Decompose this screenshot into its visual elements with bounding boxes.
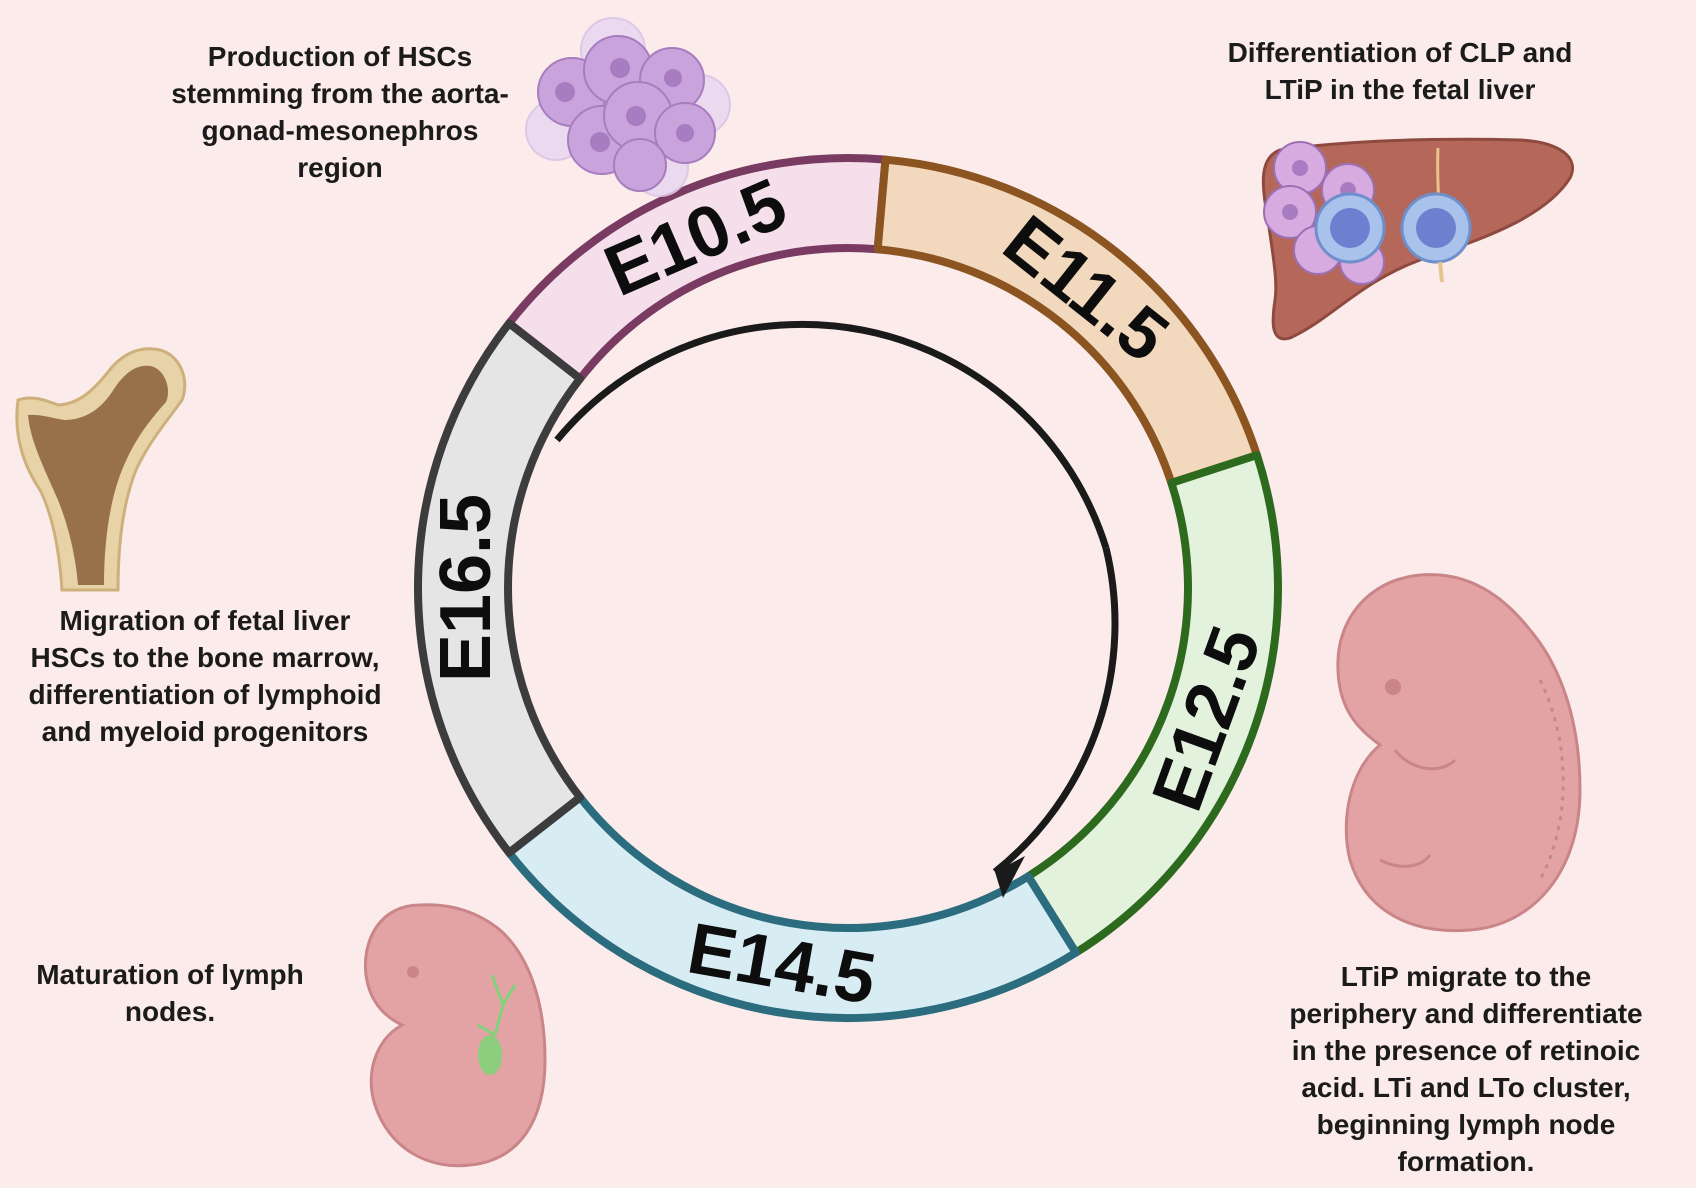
embryo-large-icon [1336,573,1582,933]
cell-cluster-icon [525,17,731,197]
caption-maturation: Maturation of lymph nodes. [36,959,304,1027]
caption-migration: Migration of fetal liver HSCs to the bon… [28,605,382,747]
stage-label-e16-5: E16.5 [426,494,506,682]
timeline-arrow [554,320,1119,898]
stage-segment-e16-5 [414,319,585,857]
caption-ltip-migration: LTiP migrate to the periphery and differ… [1289,961,1643,1177]
liver-icon [1261,137,1574,341]
femur-bone-icon [15,347,187,592]
caption-clp-differentiation: Differentiation of CLP and LTiP in the f… [1227,37,1573,105]
arrow-head-icon [995,856,1025,898]
embryo-small-icon [363,903,547,1168]
caption-hsc-production: Production of HSCs stemming from the aor… [171,41,509,183]
